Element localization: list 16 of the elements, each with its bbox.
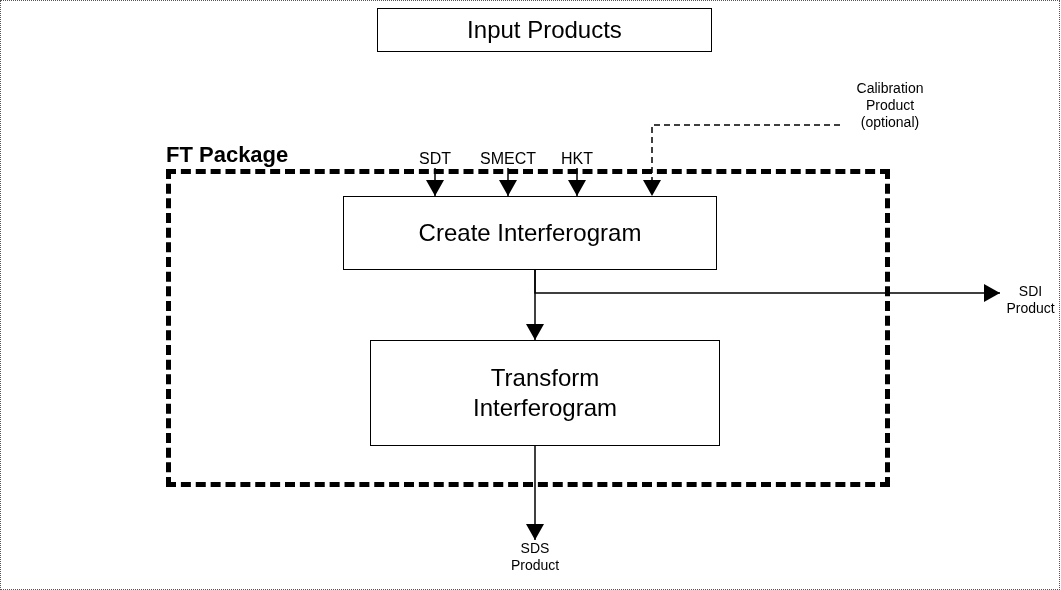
arrow — [426, 167, 444, 197]
process-box: Transform Interferogram — [370, 340, 720, 446]
package-heading: FT Package — [166, 142, 289, 168]
product-label: SDS Product — [505, 540, 565, 580]
arrow — [526, 445, 544, 541]
product-label: SDI Product — [1002, 283, 1059, 323]
arrow — [499, 167, 517, 197]
product-label: Calibration Product (optional) — [840, 80, 940, 131]
arrow — [643, 124, 841, 197]
arrow — [568, 167, 586, 197]
process-box: Input Products — [377, 8, 712, 52]
input-label: HKT — [557, 150, 597, 168]
input-label: SDT — [415, 150, 455, 168]
process-box: Create Interferogram — [343, 196, 717, 270]
arrow — [534, 269, 1001, 302]
input-label: SMECT — [478, 150, 538, 168]
